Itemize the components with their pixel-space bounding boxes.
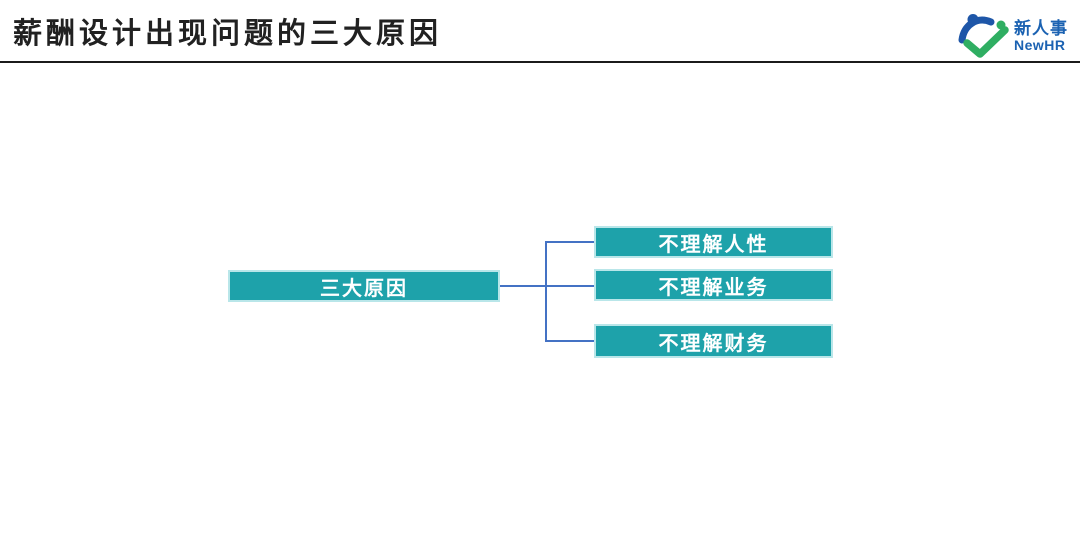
header-divider (0, 61, 1080, 63)
connector-branch-3 (545, 340, 594, 342)
newhr-logo: 新人事 NewHR (957, 13, 1068, 59)
logo-text: 新人事 NewHR (1014, 18, 1068, 53)
diagram-child-node-3: 不理解财务 (594, 324, 833, 358)
newhr-logo-icon (958, 14, 1009, 58)
slide-title: 薪酬设计出现问题的三大原因 (13, 18, 443, 50)
logo-text-cn: 新人事 (1014, 18, 1068, 38)
connector-spine (545, 241, 547, 342)
logo-text-en: NewHR (1014, 36, 1066, 53)
diagram-child-node-2: 不理解业务 (594, 269, 833, 301)
connector-branch-2 (545, 285, 594, 287)
connector-branch-1 (545, 241, 594, 243)
connector-root-to-spine (500, 285, 545, 287)
diagram-root-node: 三大原因 (228, 270, 500, 302)
diagram-child-node-1: 不理解人性 (594, 226, 833, 258)
